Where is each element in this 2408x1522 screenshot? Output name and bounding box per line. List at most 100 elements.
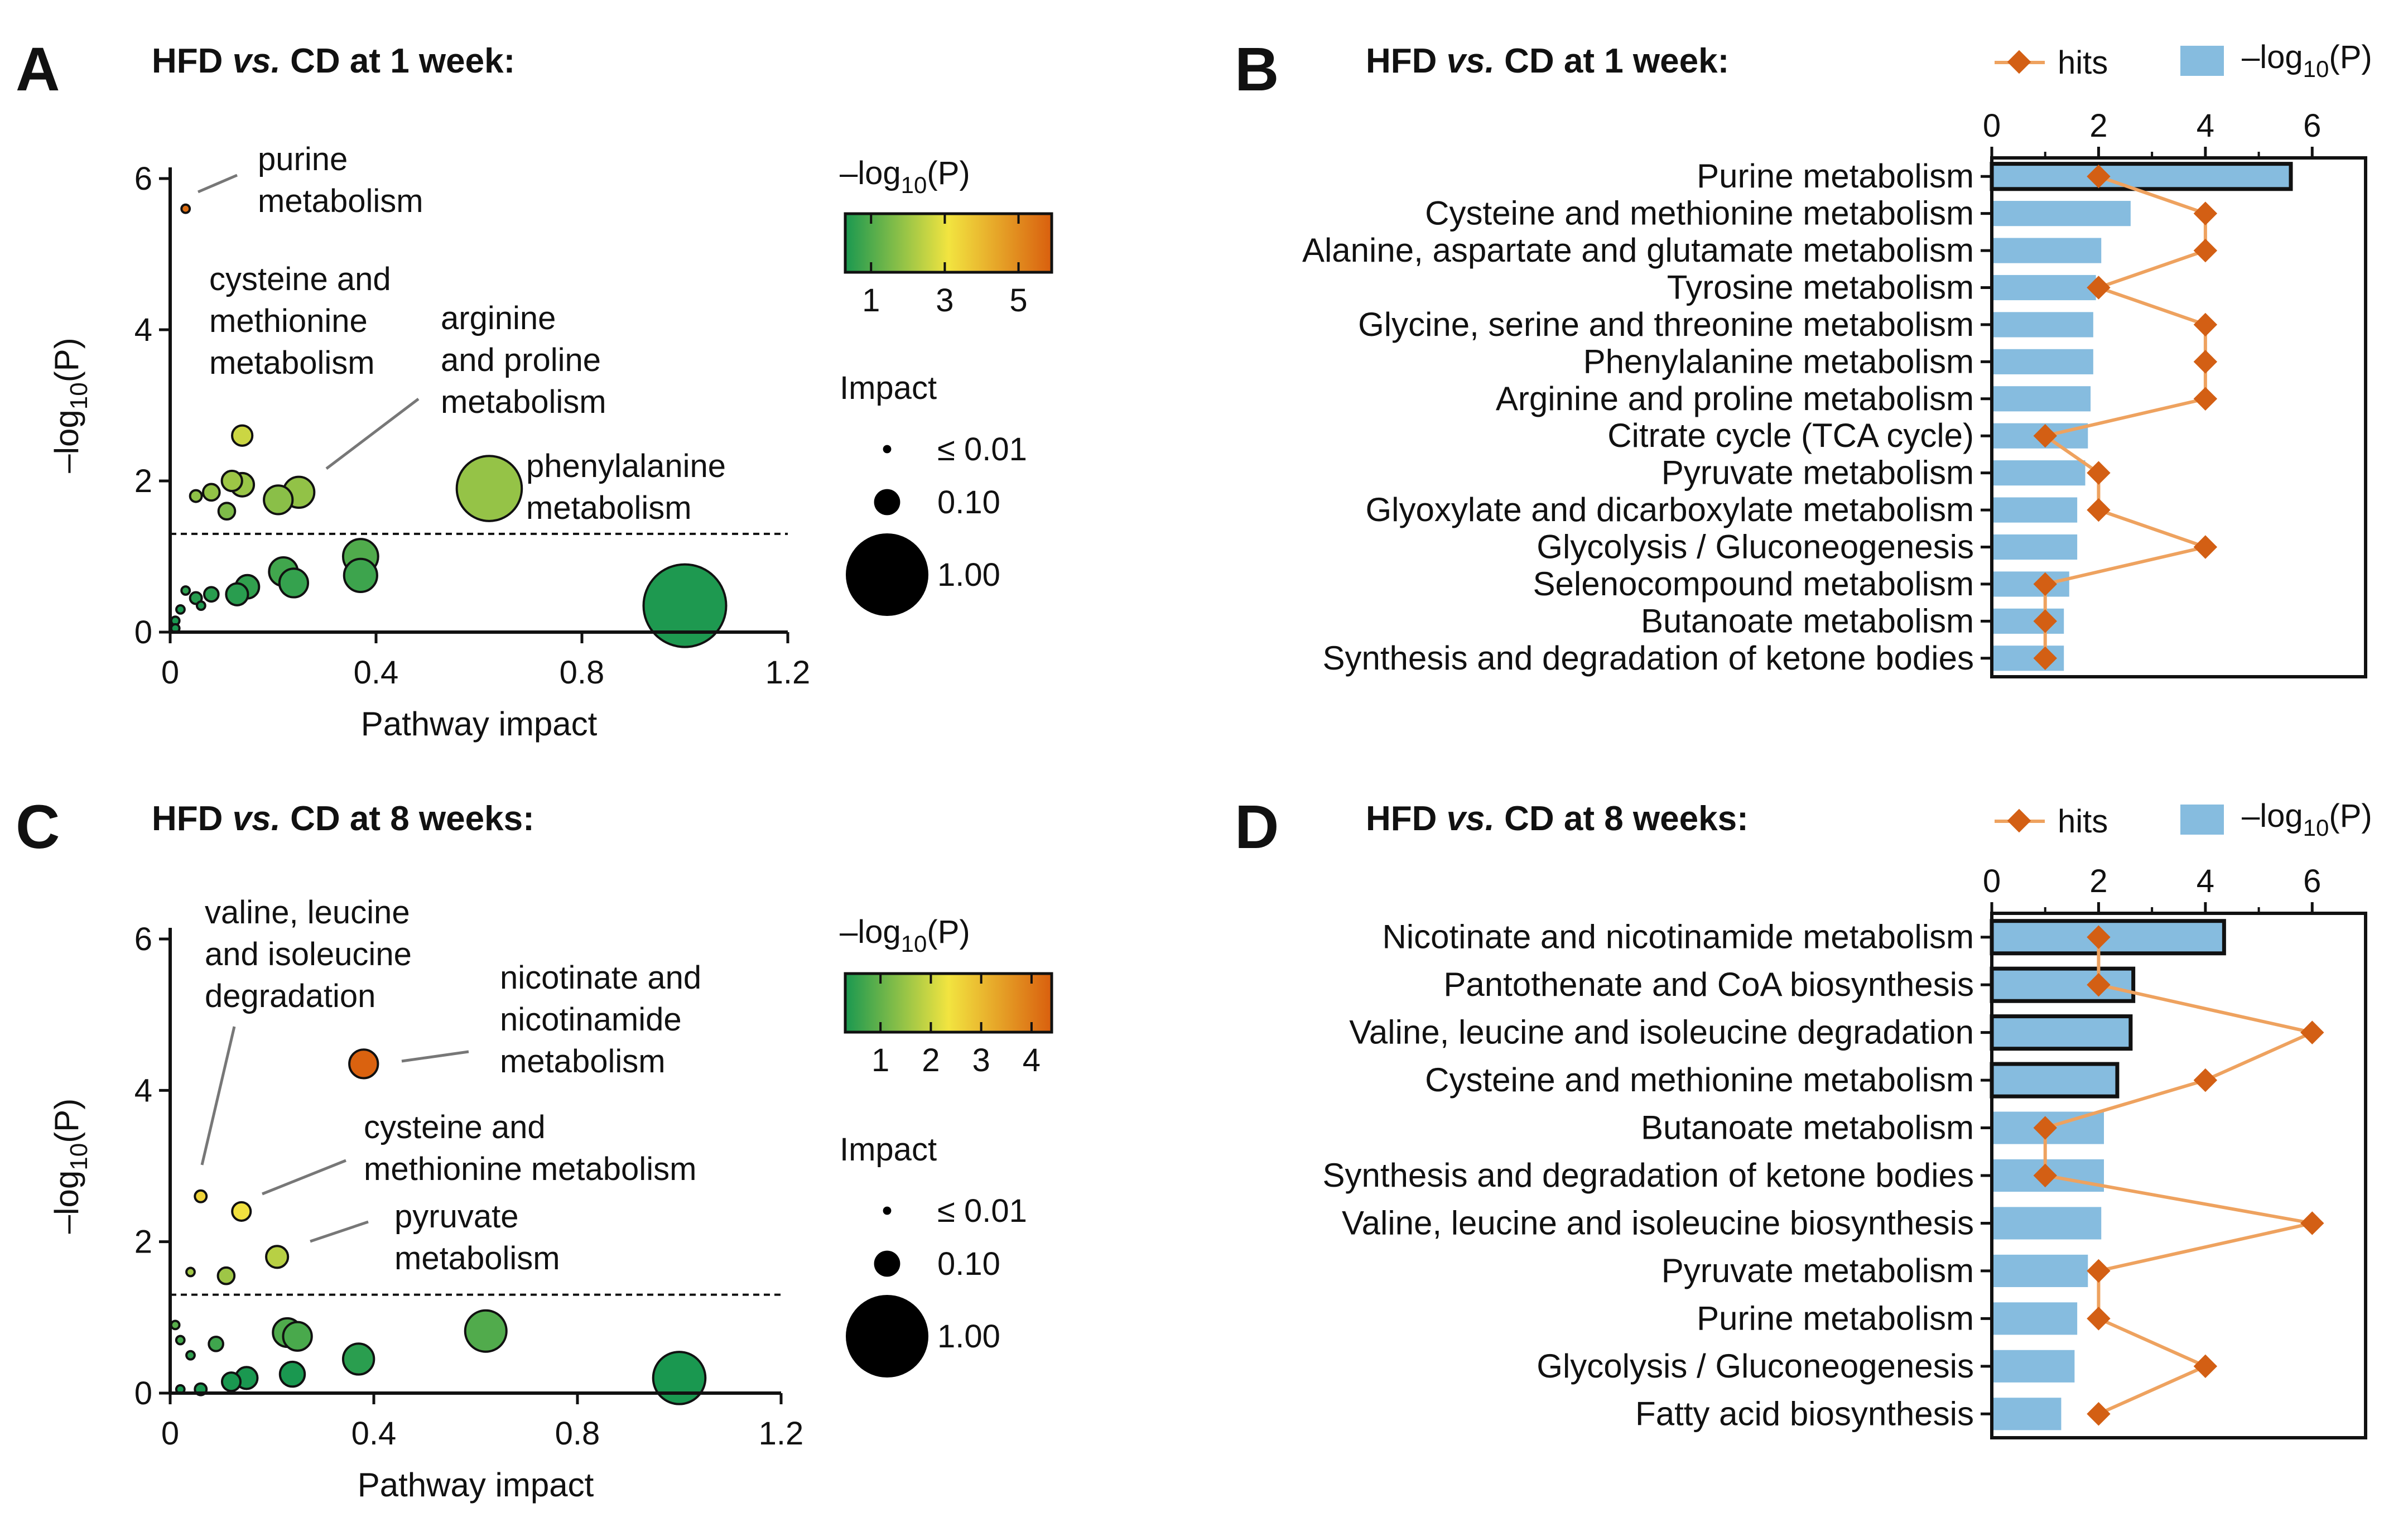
legend-bar-label: –log10(P) bbox=[2242, 798, 2372, 841]
panel-d: D HFD vs. CD at 8 weeks: hits –log10(P) … bbox=[1235, 793, 2372, 1439]
bar bbox=[1992, 1398, 2062, 1431]
size-legend-c: Impact ≤ 0.010.101.00 bbox=[840, 1131, 1027, 1377]
x-tick-label: 0 bbox=[1983, 108, 2001, 144]
category-label: Glycine, serine and threonine metabolism bbox=[1358, 306, 1974, 343]
x-tick-label: 0 bbox=[161, 654, 179, 691]
hits-marker bbox=[2033, 1116, 2057, 1140]
pathway-point bbox=[180, 585, 191, 596]
category-label: Tyrosine metabolism bbox=[1667, 269, 1974, 306]
x-tick-label: 0 bbox=[161, 1415, 179, 1452]
category-label: Phenylalanine metabolism bbox=[1583, 343, 1974, 380]
hits-marker bbox=[2193, 350, 2218, 374]
annotation-leader bbox=[325, 398, 420, 470]
x-tick-label: 0.4 bbox=[354, 654, 399, 691]
x-tick-label: 0.8 bbox=[560, 654, 605, 691]
y-tick-label: 6 bbox=[134, 161, 152, 197]
hits-line bbox=[2041, 175, 2212, 658]
hits-marker bbox=[2033, 572, 2057, 596]
hits-marker bbox=[2300, 1211, 2324, 1235]
pathway-point bbox=[220, 1371, 242, 1393]
y-tick-label: 6 bbox=[134, 921, 152, 957]
colorbar-tick-label: 5 bbox=[1009, 282, 1027, 319]
colorbar-tick-label: 1 bbox=[871, 1042, 889, 1078]
colorbar-tick-label: 3 bbox=[936, 282, 953, 319]
category-label: Pantothenate and CoA biosynthesis bbox=[1443, 966, 1974, 1003]
y-tick-label: 0 bbox=[134, 1375, 152, 1412]
pathway-point bbox=[265, 1245, 290, 1269]
x-axis-label: Pathway impact bbox=[361, 705, 598, 743]
pathway-point bbox=[464, 1309, 508, 1353]
bar bbox=[1992, 201, 2131, 227]
category-label: Purine metabolism bbox=[1697, 157, 1974, 195]
bar bbox=[1992, 386, 2091, 412]
colorbar-tick-label: 4 bbox=[1023, 1042, 1041, 1078]
category-label: Cysteine and methionine metabolism bbox=[1425, 195, 1974, 232]
category-label: Selenocompound metabolism bbox=[1533, 565, 1974, 603]
size-legend-circle bbox=[874, 489, 900, 516]
hits-marker bbox=[2193, 1354, 2218, 1379]
size-legend-label: 0.10 bbox=[937, 1246, 1000, 1282]
bar bbox=[1990, 162, 2293, 191]
size-legend-a: Impact ≤ 0.010.101.00 bbox=[840, 370, 1027, 616]
size-legend-label: 1.00 bbox=[937, 557, 1000, 593]
panel-letter-c: C bbox=[16, 793, 60, 861]
pathway-point bbox=[175, 604, 186, 615]
pathway-point bbox=[231, 1201, 252, 1222]
pathway-point bbox=[194, 1189, 208, 1203]
bar bbox=[1992, 1254, 2088, 1287]
pathway-point bbox=[202, 483, 221, 502]
bar bbox=[1990, 966, 2136, 1003]
category-label: Pyruvate metabolism bbox=[1661, 454, 1974, 492]
legend-bar-label: –log10(P) bbox=[2242, 39, 2372, 82]
pathway-point bbox=[170, 1319, 181, 1331]
y-axis-label: –log10(P) bbox=[48, 1099, 93, 1234]
legend-hits-label: hits bbox=[2058, 803, 2108, 840]
category-label: Alanine, aspartate and glutamate metabol… bbox=[1302, 232, 1974, 269]
hits-marker bbox=[2087, 461, 2111, 485]
category-label: Synthesis and degradation of ketone bodi… bbox=[1322, 1157, 1974, 1194]
pathway-point bbox=[180, 203, 191, 214]
colorbar-gradient bbox=[844, 972, 1053, 1034]
size-legend-label: 1.00 bbox=[937, 1318, 1000, 1355]
bar bbox=[1992, 312, 2093, 338]
pathway-point bbox=[185, 1350, 196, 1361]
annotation-leader bbox=[200, 1026, 236, 1165]
colorbar-tick-label: 2 bbox=[922, 1042, 940, 1078]
legend-bar-swatch bbox=[2180, 805, 2224, 835]
bar bbox=[1992, 534, 2078, 560]
y-tick-label: 2 bbox=[134, 463, 152, 499]
pathway-point bbox=[225, 582, 249, 606]
bar bbox=[1992, 1207, 2102, 1240]
x-tick-label: 4 bbox=[2197, 863, 2214, 899]
size-legend-label: ≤ 0.01 bbox=[937, 1193, 1027, 1229]
pathway-point bbox=[642, 563, 728, 648]
pathway-point bbox=[216, 1266, 236, 1285]
category-label: Citrate cycle (TCA cycle) bbox=[1607, 417, 1974, 454]
pathway-point bbox=[203, 586, 220, 603]
pathway-point bbox=[189, 489, 203, 503]
bar bbox=[1992, 238, 2102, 263]
hits-marker bbox=[2193, 1068, 2218, 1092]
annotation-leader bbox=[262, 1159, 346, 1196]
annotation-leader bbox=[310, 1220, 369, 1243]
y-tick-label: 2 bbox=[134, 1224, 152, 1260]
legend-hits-marker bbox=[2007, 808, 2031, 833]
bar bbox=[1992, 349, 2093, 374]
bar bbox=[1992, 1350, 2075, 1383]
hits-marker bbox=[2300, 1020, 2324, 1044]
bar bbox=[1992, 274, 2096, 301]
category-label: Butanoate metabolism bbox=[1641, 602, 1974, 639]
legend-bar-swatch bbox=[2180, 46, 2224, 76]
x-tick-label: 0.4 bbox=[351, 1415, 397, 1452]
size-legend-label: ≤ 0.01 bbox=[937, 431, 1027, 468]
